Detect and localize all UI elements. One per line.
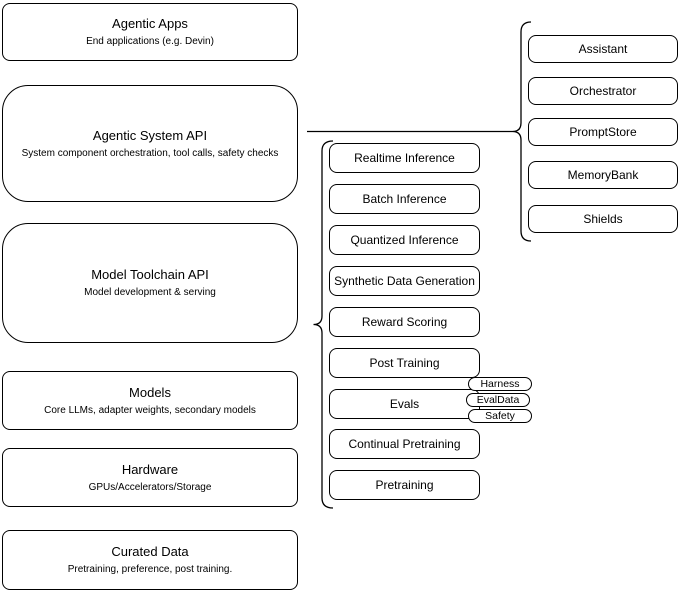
model-toolchain-api-subtitle: Model development & serving (84, 287, 216, 298)
hardware-title: Hardware (121, 461, 179, 477)
agentic-system-api-title: Agentic System API (92, 127, 208, 143)
toolchain-item-synthetic-data-generation: Synthetic Data Generation (329, 266, 480, 296)
agentic-apps-subtitle: End applications (e.g. Devin) (86, 36, 214, 47)
system-item-memorybank: MemoryBank (528, 161, 678, 189)
system-item-orchestrator: Orchestrator (528, 77, 678, 105)
agentic-system-api-subtitle: System component orchestration, tool cal… (21, 147, 279, 159)
toolchain-item-evals: Evals (329, 389, 480, 419)
system-item-assistant: Assistant (528, 35, 678, 63)
curated-data-subtitle: Pretraining, preference, post training. (67, 564, 233, 575)
curated-data-title: Curated Data (111, 544, 189, 559)
models-subtitle: Core LLMs, adapter weights, secondary mo… (44, 404, 256, 416)
toolchain-item-batch-inference: Batch Inference (329, 184, 480, 214)
system-item-shields: Shields (528, 205, 678, 233)
agentic-system-api-node: Agentic System API System component orch… (2, 85, 298, 202)
models-node: Models Core LLMs, adapter weights, secon… (2, 371, 298, 430)
model-toolchain-api-node: Model Toolchain API Model development & … (2, 223, 298, 343)
model-toolchain-api-title: Model Toolchain API (91, 267, 209, 282)
evals-badge-evaldata: EvalData (466, 393, 530, 407)
toolchain-item-reward-scoring: Reward Scoring (329, 307, 480, 337)
toolchain-item-post-training: Post Training (329, 348, 480, 378)
curated-data-node: Curated Data Pretraining, preference, po… (2, 530, 298, 590)
toolchain-item-realtime-inference: Realtime Inference (329, 143, 480, 173)
hardware-node: Hardware GPUs/Accelerators/Storage (2, 448, 298, 507)
toolchain-item-pretraining: Pretraining (329, 470, 480, 500)
agentic-apps-title: Agentic Apps (112, 16, 188, 31)
evals-badge-harness: Harness (468, 377, 532, 391)
toolchain-item-continual-pretraining: Continual Pretraining (329, 429, 480, 459)
system-item-promptstore: PromptStore (528, 118, 678, 146)
agentic-apps-node: Agentic Apps End applications (e.g. Devi… (2, 3, 298, 61)
hardware-subtitle: GPUs/Accelerators/Storage (88, 481, 212, 493)
models-title: Models (129, 384, 171, 400)
toolchain-item-quantized-inference: Quantized Inference (329, 225, 480, 255)
evals-badge-safety: Safety (468, 409, 532, 423)
